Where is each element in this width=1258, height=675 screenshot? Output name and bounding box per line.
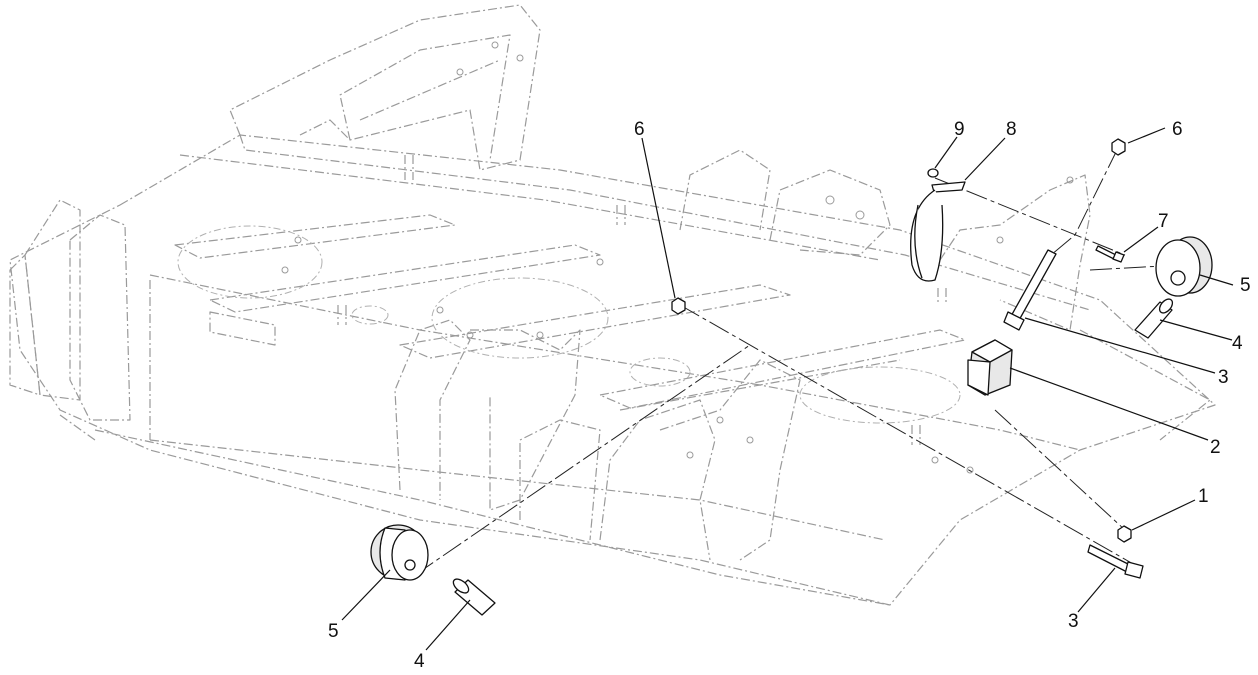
callout-6-right: 6 xyxy=(1172,119,1183,140)
callout-1: 1 xyxy=(1198,486,1209,507)
hardware-parts xyxy=(370,138,1213,616)
callout-3-lower: 3 xyxy=(1068,611,1079,632)
bumper-block xyxy=(967,339,1013,396)
screw xyxy=(1095,245,1125,263)
callout-4-left: 4 xyxy=(414,651,425,672)
callout-8: 8 xyxy=(1006,119,1017,140)
callouts: 1 2 3 3 4 4 5 5 6 6 7 8 9 xyxy=(328,119,1251,672)
washer xyxy=(927,168,939,178)
spacer-tube-left xyxy=(452,578,496,616)
mower-deck-frame xyxy=(9,4,1216,606)
nut-center xyxy=(671,297,686,315)
spacer-tube-right xyxy=(1134,298,1174,339)
callout-5-right: 5 xyxy=(1240,275,1251,296)
bolt-upper xyxy=(1003,249,1057,331)
callout-2: 2 xyxy=(1210,437,1221,458)
nut-lower xyxy=(1117,525,1132,543)
callout-5-left: 5 xyxy=(328,621,339,642)
roller-left xyxy=(370,524,429,581)
hairpin-clip xyxy=(910,181,966,282)
callout-6-center: 6 xyxy=(634,119,645,140)
nut-upper-right xyxy=(1111,138,1126,156)
callout-4-right: 4 xyxy=(1232,333,1243,354)
callout-7: 7 xyxy=(1158,211,1169,232)
bolt-lower xyxy=(1087,544,1144,579)
roller-right xyxy=(1155,236,1213,297)
callout-9: 9 xyxy=(954,119,965,140)
callout-3-upper: 3 xyxy=(1218,367,1229,388)
leader-lines xyxy=(341,127,1234,651)
